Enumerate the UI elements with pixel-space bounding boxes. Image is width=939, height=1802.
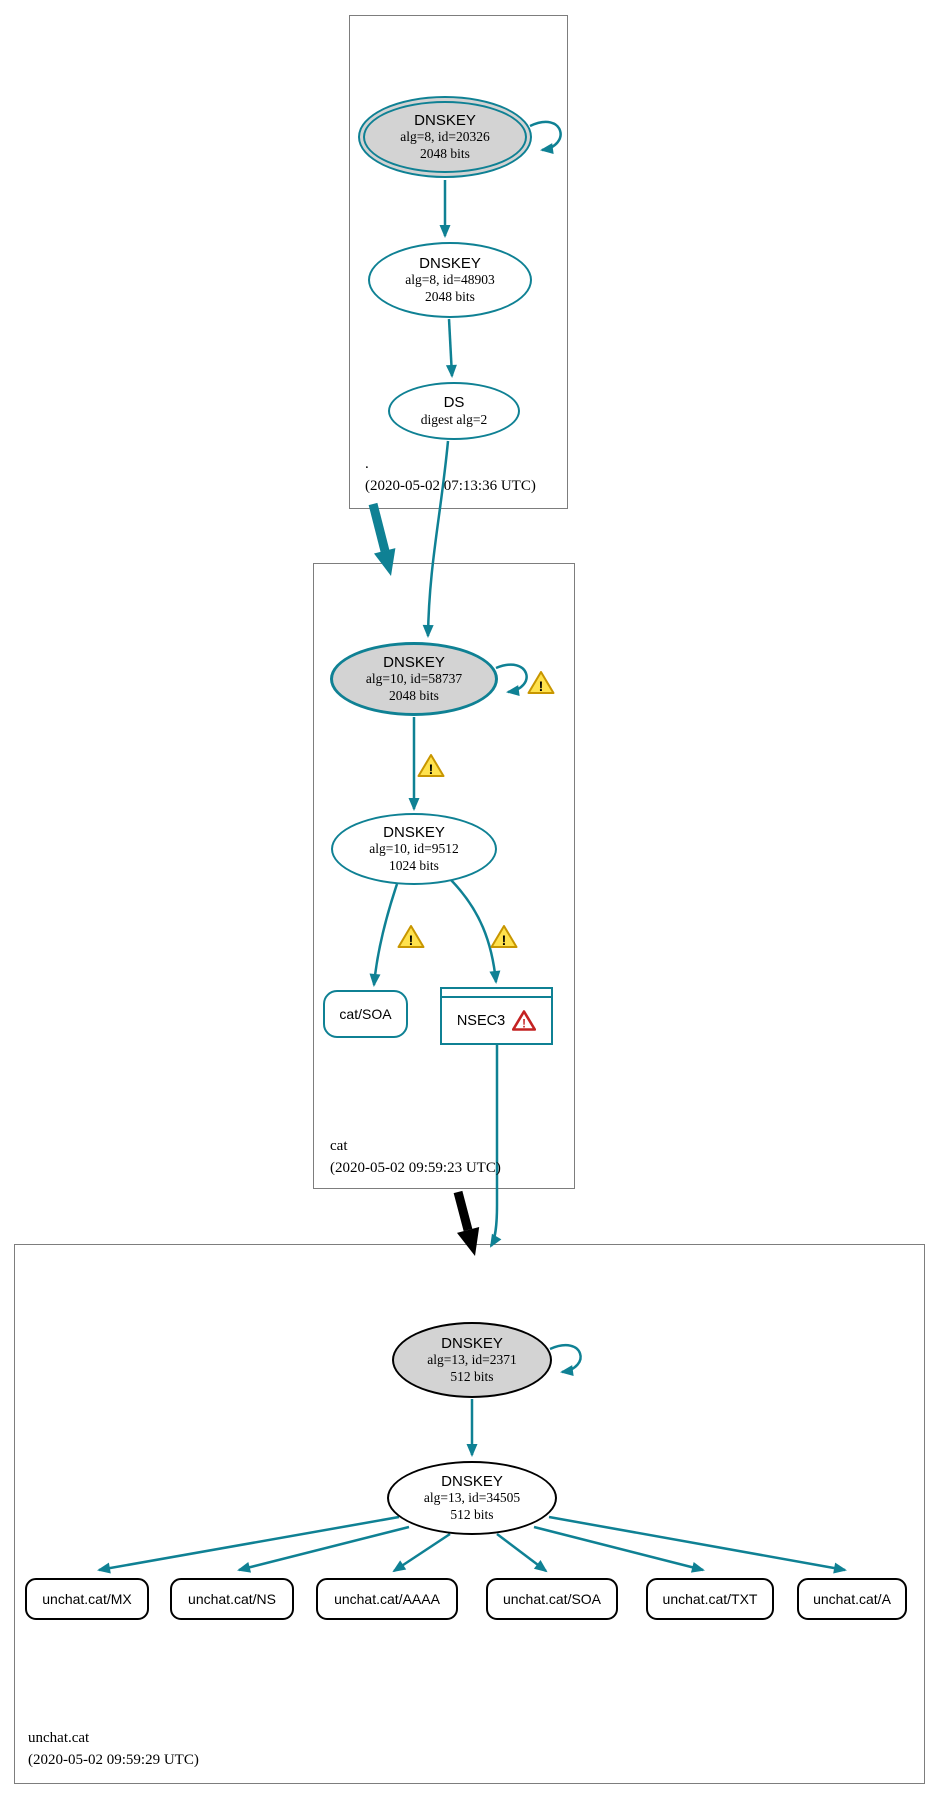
edge-delegation-root-cat	[368, 502, 390, 553]
root-ksk-detail: alg=8, id=20326	[400, 129, 490, 145]
root-ds-node[interactable]: DS digest alg=2	[388, 382, 520, 440]
rrset-label: unchat.cat/TXT	[662, 1591, 758, 1607]
rrset-unchat-ns[interactable]: unchat.cat/NS	[170, 1578, 294, 1620]
root-zsk-node[interactable]: DNSKEY alg=8, id=48903 2048 bits	[368, 242, 532, 318]
rrset-unchat-mx[interactable]: unchat.cat/MX	[25, 1578, 149, 1620]
cat-ksk-detail: alg=10, id=58737	[365, 671, 463, 687]
cat-zsk-detail: alg=10, id=9512	[369, 841, 459, 857]
unchat-ksk-detail: alg=13, id=2371	[427, 1352, 517, 1368]
rrset-unchat-soa[interactable]: unchat.cat/SOA	[486, 1578, 618, 1620]
unchat-zone-timestamp: (2020-05-02 09:59:29 UTC)	[28, 1752, 199, 1768]
root-zsk-detail: alg=8, id=48903	[405, 272, 495, 288]
cat-zone-timestamp: (2020-05-02 09:59:23 UTC)	[330, 1160, 501, 1176]
cat-zsk-title: DNSKEY	[383, 824, 445, 842]
rrset-unchat-txt[interactable]: unchat.cat/TXT	[646, 1578, 774, 1620]
svg-text:!: !	[429, 761, 434, 777]
svg-text:!: !	[522, 1019, 526, 1031]
cat-nsec3-node[interactable]: NSEC3 !	[440, 987, 553, 1045]
unchat-zsk-bits: 512 bits	[450, 1506, 494, 1522]
unchat-zone-label: unchat.cat	[28, 1730, 90, 1746]
warning-icon[interactable]: !	[417, 753, 445, 778]
root-ksk-node[interactable]: DNSKEY alg=8, id=20326 2048 bits	[358, 96, 532, 178]
rrset-label: unchat.cat/NS	[188, 1591, 276, 1607]
edge-delegation-cat-unchat	[453, 1190, 473, 1232]
rrset-unchat-a[interactable]: unchat.cat/A	[797, 1578, 907, 1620]
warning-icon[interactable]: !	[397, 924, 425, 949]
cat-soa-label: cat/SOA	[339, 1006, 392, 1022]
unchat-zsk-detail: alg=13, id=34505	[423, 1490, 521, 1506]
cat-soa-node[interactable]: cat/SOA	[323, 990, 408, 1038]
cat-zsk-node[interactable]: DNSKEY alg=10, id=9512 1024 bits	[331, 813, 497, 885]
unchat-ksk-title: DNSKEY	[441, 1335, 503, 1353]
cat-zone-label: cat	[330, 1138, 348, 1154]
rrset-label: unchat.cat/MX	[42, 1591, 132, 1607]
root-ds-detail: digest alg=2	[420, 411, 488, 427]
warning-icon[interactable]: !	[490, 924, 518, 949]
svg-text:!: !	[502, 932, 507, 948]
warning-icon[interactable]: !	[527, 670, 555, 695]
unchat-ksk-node[interactable]: DNSKEY alg=13, id=2371 512 bits	[392, 1322, 552, 1398]
nsec3-label: NSEC3	[456, 1012, 506, 1029]
unchat-zsk-title: DNSKEY	[441, 1473, 503, 1491]
root-ksk-bits: 2048 bits	[420, 145, 470, 161]
root-zsk-bits: 2048 bits	[425, 288, 475, 304]
zone-box-root	[349, 15, 568, 509]
unchat-zsk-node[interactable]: DNSKEY alg=13, id=34505 512 bits	[387, 1461, 557, 1535]
svg-text:!: !	[539, 678, 544, 694]
rrset-label: unchat.cat/AAAA	[334, 1591, 440, 1607]
cat-ksk-node[interactable]: DNSKEY alg=10, id=58737 2048 bits	[330, 642, 498, 716]
rrset-unchat-aaaa[interactable]: unchat.cat/AAAA	[316, 1578, 458, 1620]
cat-ksk-title: DNSKEY	[383, 654, 445, 672]
root-zone-label: .	[365, 456, 369, 472]
root-zone-timestamp: (2020-05-02 07:13:36 UTC)	[365, 478, 536, 494]
rrset-label: unchat.cat/SOA	[502, 1591, 602, 1607]
root-zsk-title: DNSKEY	[419, 255, 481, 273]
svg-text:!: !	[409, 932, 414, 948]
cat-zsk-bits: 1024 bits	[389, 857, 439, 873]
root-ksk-title: DNSKEY	[414, 112, 476, 130]
unchat-ksk-bits: 512 bits	[450, 1368, 494, 1384]
nsec3-header-band	[442, 989, 551, 998]
root-ds-title: DS	[443, 394, 465, 412]
error-icon[interactable]: !	[512, 1010, 537, 1031]
rrset-label: unchat.cat/A	[813, 1591, 891, 1607]
cat-ksk-bits: 2048 bits	[389, 687, 439, 703]
